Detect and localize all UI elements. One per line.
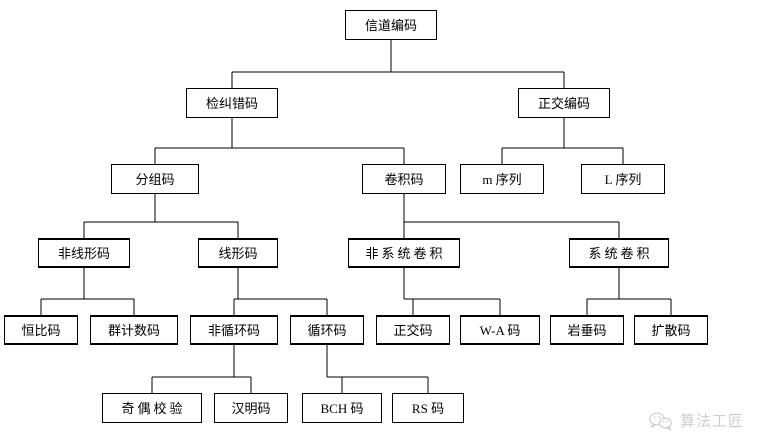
node-label: 线形码 — [218, 245, 258, 261]
node-err[interactable]: 检纠错码 — [186, 88, 278, 118]
node-label: 恒比码 — [21, 322, 61, 338]
node-label: 群计数码 — [107, 322, 160, 338]
node-label: 奇偶校验 — [121, 400, 186, 416]
node-orth[interactable]: 正交编码 — [518, 88, 610, 118]
node-lseq[interactable]: L 序列 — [581, 164, 665, 194]
node-bch[interactable]: BCH 码 — [302, 393, 382, 423]
node-label: 非系统卷积 — [365, 245, 446, 261]
node-label: 正交编码 — [537, 95, 590, 111]
node-label: RS 码 — [411, 400, 445, 416]
wechat-bubbles-icon — [649, 412, 672, 430]
node-conv[interactable]: 卷积码 — [362, 164, 446, 194]
node-label: 卷积码 — [384, 171, 424, 187]
node-label: 岩垂码 — [567, 322, 607, 338]
node-label: 分组码 — [135, 171, 175, 187]
node-label: 非循环码 — [207, 322, 260, 338]
node-label: 汉明码 — [231, 400, 271, 416]
watermark: 算法工匠 — [648, 410, 744, 431]
node-label: m 序列 — [482, 171, 522, 187]
node-nonsysconv[interactable]: 非系统卷积 — [348, 238, 460, 268]
node-yanchui[interactable]: 岩垂码 — [550, 315, 624, 345]
node-label: 非线形码 — [57, 245, 110, 261]
node-label: 检纠错码 — [205, 95, 258, 111]
node-root[interactable]: 信道编码 — [345, 10, 437, 40]
node-label: W-A 码 — [479, 322, 521, 338]
node-label: 正交码 — [393, 322, 433, 338]
node-constratio[interactable]: 恒比码 — [4, 315, 78, 345]
node-wacode[interactable]: W-A 码 — [460, 315, 540, 345]
node-label: 系统卷积 — [588, 245, 653, 261]
node-label: BCH 码 — [320, 400, 364, 416]
node-label: 循环码 — [307, 322, 347, 338]
node-cyclic[interactable]: 循环码 — [290, 315, 364, 345]
node-noncyclic[interactable]: 非循环码 — [190, 315, 278, 345]
node-label: 信道编码 — [364, 17, 417, 33]
node-nonlinear[interactable]: 非线形码 — [38, 238, 130, 268]
node-hamming[interactable]: 汉明码 — [214, 393, 288, 423]
node-label: L 序列 — [604, 171, 642, 187]
node-groupcount[interactable]: 群计数码 — [90, 315, 178, 345]
node-rs[interactable]: RS 码 — [392, 393, 464, 423]
node-parity[interactable]: 奇偶校验 — [102, 393, 202, 423]
node-label: 扩散码 — [651, 322, 691, 338]
node-spread[interactable]: 扩散码 — [634, 315, 708, 345]
watermark-text: 算法工匠 — [679, 413, 744, 430]
node-linear[interactable]: 线形码 — [198, 238, 278, 268]
node-sysconv[interactable]: 系统卷积 — [569, 238, 669, 268]
node-mseq[interactable]: m 序列 — [460, 164, 544, 194]
node-block[interactable]: 分组码 — [111, 164, 199, 194]
node-orthcode[interactable]: 正交码 — [376, 315, 450, 345]
